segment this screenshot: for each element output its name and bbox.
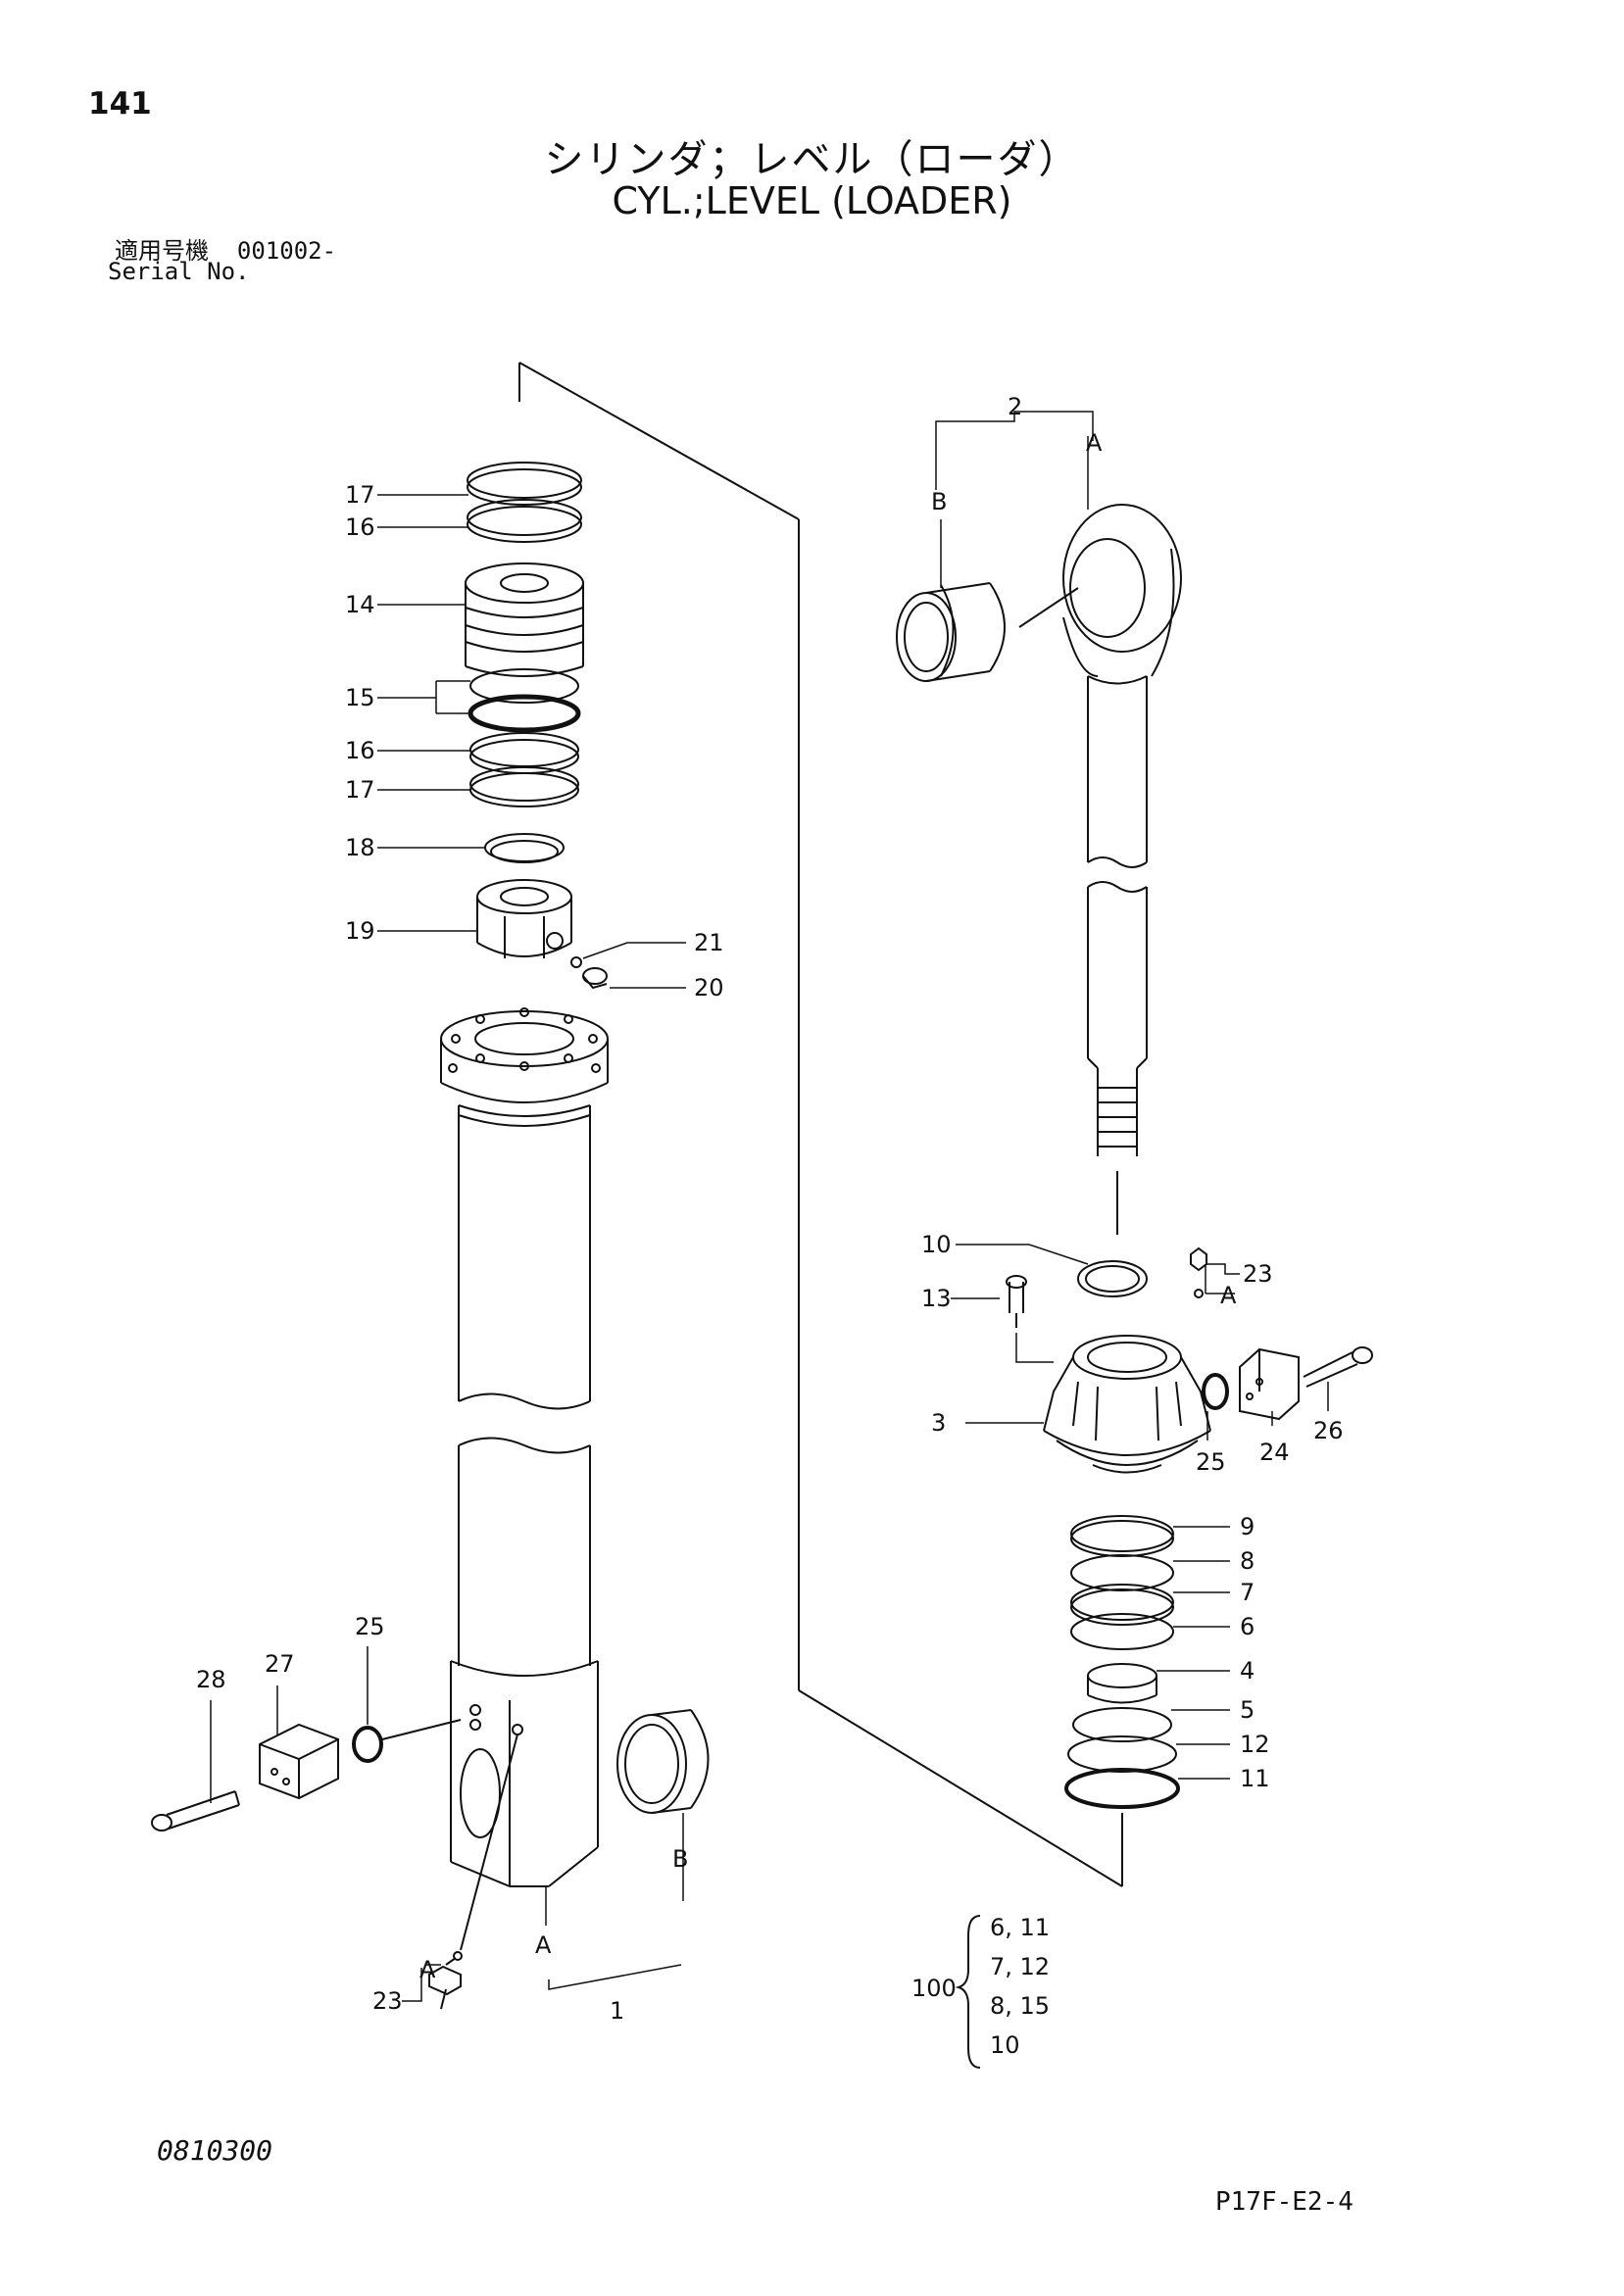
grease-nipple-23-right [1190, 1246, 1207, 1298]
callout-9: 9 [1240, 1513, 1255, 1540]
callout-17-bottom: 17 [345, 776, 375, 804]
callout-11: 11 [1240, 1765, 1270, 1792]
callout-4: 4 [1240, 1657, 1255, 1685]
callout-3: 3 [931, 1409, 946, 1437]
oring-25-left [352, 1726, 383, 1763]
callout-25-right: 25 [1196, 1448, 1226, 1476]
grease-nipple-23-left [428, 1951, 463, 2010]
callout-26: 26 [1313, 1417, 1344, 1444]
kit-row-1: 6, 11 [990, 1914, 1050, 1941]
callout-2: 2 [1008, 393, 1022, 420]
ref-b-bushing-left: B [672, 1845, 688, 1873]
kit-number: 100 [911, 1975, 957, 2002]
seal-ring-17-top [467, 462, 582, 506]
leader-nipple-to-clevis [460, 1734, 518, 1951]
ring-18 [484, 833, 565, 863]
rod-cover-3 [1043, 1335, 1211, 1474]
block-27 [259, 1723, 339, 1800]
ball-21 [570, 956, 582, 968]
callout-10: 10 [921, 1231, 952, 1258]
callout-23-right: 23 [1243, 1260, 1273, 1288]
rod-seals-stack [1064, 1515, 1180, 1809]
callout-24: 24 [1259, 1439, 1290, 1466]
block-24 [1239, 1347, 1300, 1421]
ref-a-clevis: A [535, 1931, 552, 1959]
seal-ring-16-top [467, 499, 582, 543]
plate-code: P17F-E2-4 [1215, 2187, 1353, 2217]
kit-row-4: 10 [990, 2031, 1020, 2059]
bolt-13 [1006, 1275, 1027, 1328]
oring-25-right [1202, 1373, 1229, 1410]
leader-block-to-clevis [381, 1719, 462, 1740]
callout-15: 15 [345, 684, 375, 711]
serial-label-ja-text: 適用号機 [115, 237, 209, 265]
cylinder-bottom-clevis [450, 1660, 599, 1887]
callout-6: 6 [1240, 1613, 1255, 1640]
serial-label-japanese: 適用号機 001002- [115, 231, 336, 266]
callout-12: 12 [1240, 1731, 1270, 1758]
kit-row-2: 7, 12 [990, 1953, 1050, 1980]
serial-label-english: Serial No. [108, 258, 250, 285]
callout-16-bottom: 16 [345, 737, 375, 764]
callout-7: 7 [1240, 1579, 1255, 1606]
seal-ring-15 [468, 668, 581, 733]
callout-28: 28 [196, 1666, 226, 1693]
cylinder-tube-upper [458, 1104, 591, 1410]
callout-23-left: 23 [372, 1987, 403, 2015]
kit-brace [955, 1915, 981, 2069]
callout-25-left: 25 [355, 1613, 385, 1640]
callout-18: 18 [345, 834, 375, 861]
bolt-28 [151, 1790, 240, 1832]
callout-17-top: 17 [345, 481, 375, 509]
ref-a-rod-eye: A [1086, 429, 1103, 457]
rod-eye [1062, 504, 1182, 677]
leader-lines [210, 411, 1329, 2002]
callout-5: 5 [1240, 1696, 1255, 1724]
document-code: 0810300 [157, 2134, 273, 2167]
cylinder-tube-lower [458, 1437, 591, 1666]
callout-14: 14 [345, 591, 375, 618]
assembly-boundary [518, 362, 1123, 1887]
ring-10 [1077, 1260, 1148, 1297]
callout-1: 1 [610, 1997, 624, 2025]
seal-ring-17-bottom [469, 766, 579, 807]
leader-bushing-to-eye [1018, 587, 1079, 628]
callout-19: 19 [345, 917, 375, 945]
ref-a-nipple-left: A [419, 1956, 436, 1983]
piston-14 [465, 562, 584, 677]
nut-19 [476, 879, 572, 958]
callout-20: 20 [694, 974, 724, 1001]
callout-16-top: 16 [345, 513, 375, 541]
callout-27: 27 [265, 1650, 295, 1678]
serial-value: 001002- [236, 237, 337, 265]
bushing-b-left [616, 1709, 710, 1814]
page-number: 141 [88, 86, 152, 122]
piston-rod [1087, 675, 1148, 1235]
callout-8: 8 [1240, 1547, 1255, 1575]
title-japanese: シリンダ；レベル（ローダ） [544, 137, 1080, 182]
ref-b-bushing-right: B [931, 488, 947, 515]
bolt-26 [1303, 1346, 1373, 1388]
callout-21: 21 [694, 929, 724, 956]
cylinder-flange [440, 1007, 609, 1103]
screw-20 [582, 967, 608, 990]
callout-13: 13 [921, 1285, 952, 1312]
title-english: CYL.;LEVEL (LOADER) [612, 179, 1012, 222]
ref-a-nipple-right: A [1220, 1282, 1237, 1309]
bushing-b-right [896, 582, 1006, 682]
kit-row-3: 8, 15 [990, 1992, 1050, 2020]
